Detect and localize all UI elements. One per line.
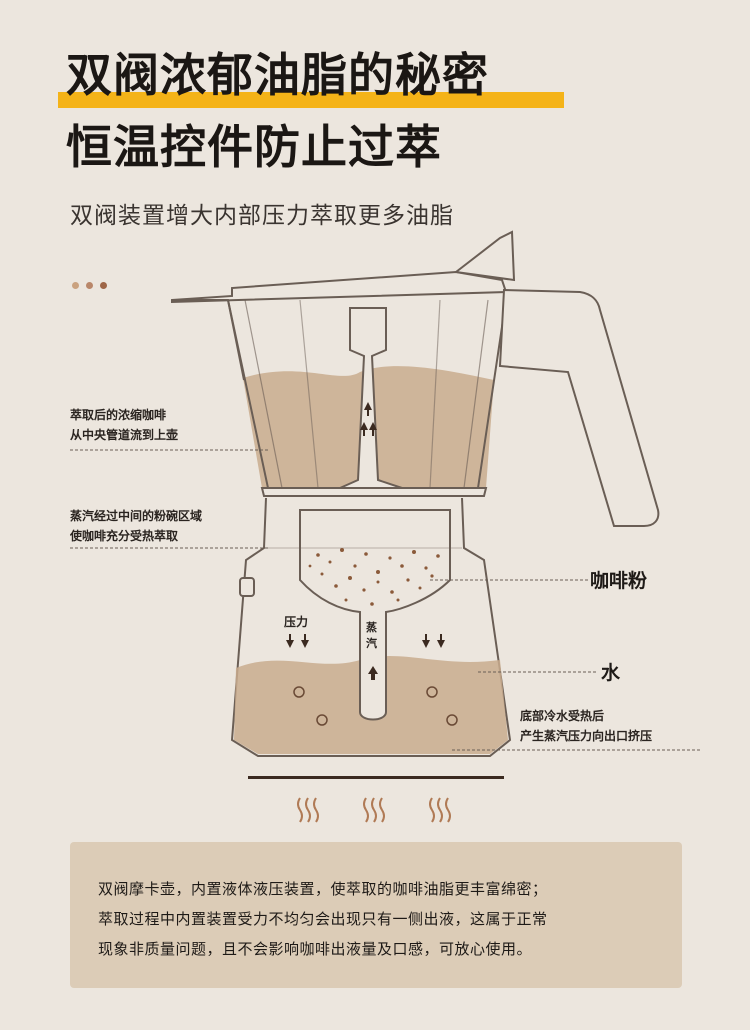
heat-plate — [248, 776, 504, 779]
steam-arrow — [368, 666, 378, 680]
page-title-line-2: 恒温控件防止过萃 — [66, 120, 442, 174]
dot-1 — [72, 282, 79, 289]
label-steam-char-2: 汽 — [366, 637, 377, 650]
upper-chamber-facet-mid2 — [429, 299, 441, 489]
tube-arrows — [360, 402, 377, 436]
dot-3 — [100, 282, 107, 289]
funnel-basket — [299, 509, 451, 721]
annotation-boiler-line-1: 底部冷水受热后 — [520, 709, 605, 723]
title-highlight-bar — [58, 92, 564, 108]
annotation-upper-line-1: 萃取后的浓缩咖啡 — [70, 408, 167, 422]
page-title-line-1: 双阀浓郁油脂的秘密 — [66, 48, 489, 102]
info-line-3: 现象非质量问题，且不会影响咖啡出液量及口感，可放心使用。 — [98, 940, 533, 958]
lid — [171, 270, 508, 304]
info-line-2: 萃取过程中内置装置受力不均匀会出现只有一侧出液，这属于正常 — [98, 910, 548, 928]
info-line-1: 双阀摩卡壶，内置液体液压装置，使萃取的咖啡油脂更丰富绵密； — [98, 880, 548, 898]
annotation-funnel-line-1: 蒸汽经过中间的粉碗区域 — [70, 509, 203, 523]
label-steam: 蒸 汽 — [366, 620, 377, 652]
heat-waves-icon — [297, 797, 451, 823]
decorative-dots — [72, 274, 114, 293]
label-pressure: 压力 — [284, 615, 309, 629]
upper-chamber-facet-left — [244, 299, 283, 489]
annotation-upper-chamber: 萃取后的浓缩咖啡 从中央管道流到上壶 — [70, 405, 178, 445]
water-bubbles — [293, 686, 458, 726]
safety-valve — [239, 577, 255, 597]
annotation-funnel-line-2: 使咖啡充分受热萃取 — [70, 529, 179, 543]
leader-lines — [70, 449, 700, 751]
lid-knob — [453, 230, 516, 282]
info-box: 双阀摩卡壶，内置液体液压装置，使萃取的咖啡油脂更丰富绵密； 萃取过程中内置装置受… — [70, 842, 682, 988]
dot-2 — [86, 282, 93, 289]
pressure-arrows — [286, 634, 445, 648]
spout — [172, 299, 245, 381]
page-subtitle: 双阀装置增大内部压力萃取更多油脂 — [70, 203, 454, 229]
coffee-grounds — [308, 548, 440, 606]
annotation-upper-line-2: 从中央管道流到上壶 — [70, 428, 179, 442]
moka-pot-diagram — [70, 230, 700, 823]
label-water: 水 — [601, 662, 621, 684]
handle — [498, 288, 660, 527]
label-coffee-powder: 咖啡粉 — [590, 570, 648, 592]
annotation-boiler-line-2: 产生蒸汽压力向出口挤压 — [520, 729, 653, 743]
annotation-funnel: 蒸汽经过中间的粉碗区域 使咖啡充分受热萃取 — [70, 506, 202, 546]
upper-chamber-facet-right — [463, 299, 489, 489]
upper-chamber-facet-mid — [299, 299, 319, 489]
annotation-boiler: 底部冷水受热后 产生蒸汽压力向出口挤压 — [520, 706, 652, 746]
connector-ring — [260, 487, 488, 497]
label-steam-char-1: 蒸 — [366, 621, 377, 634]
